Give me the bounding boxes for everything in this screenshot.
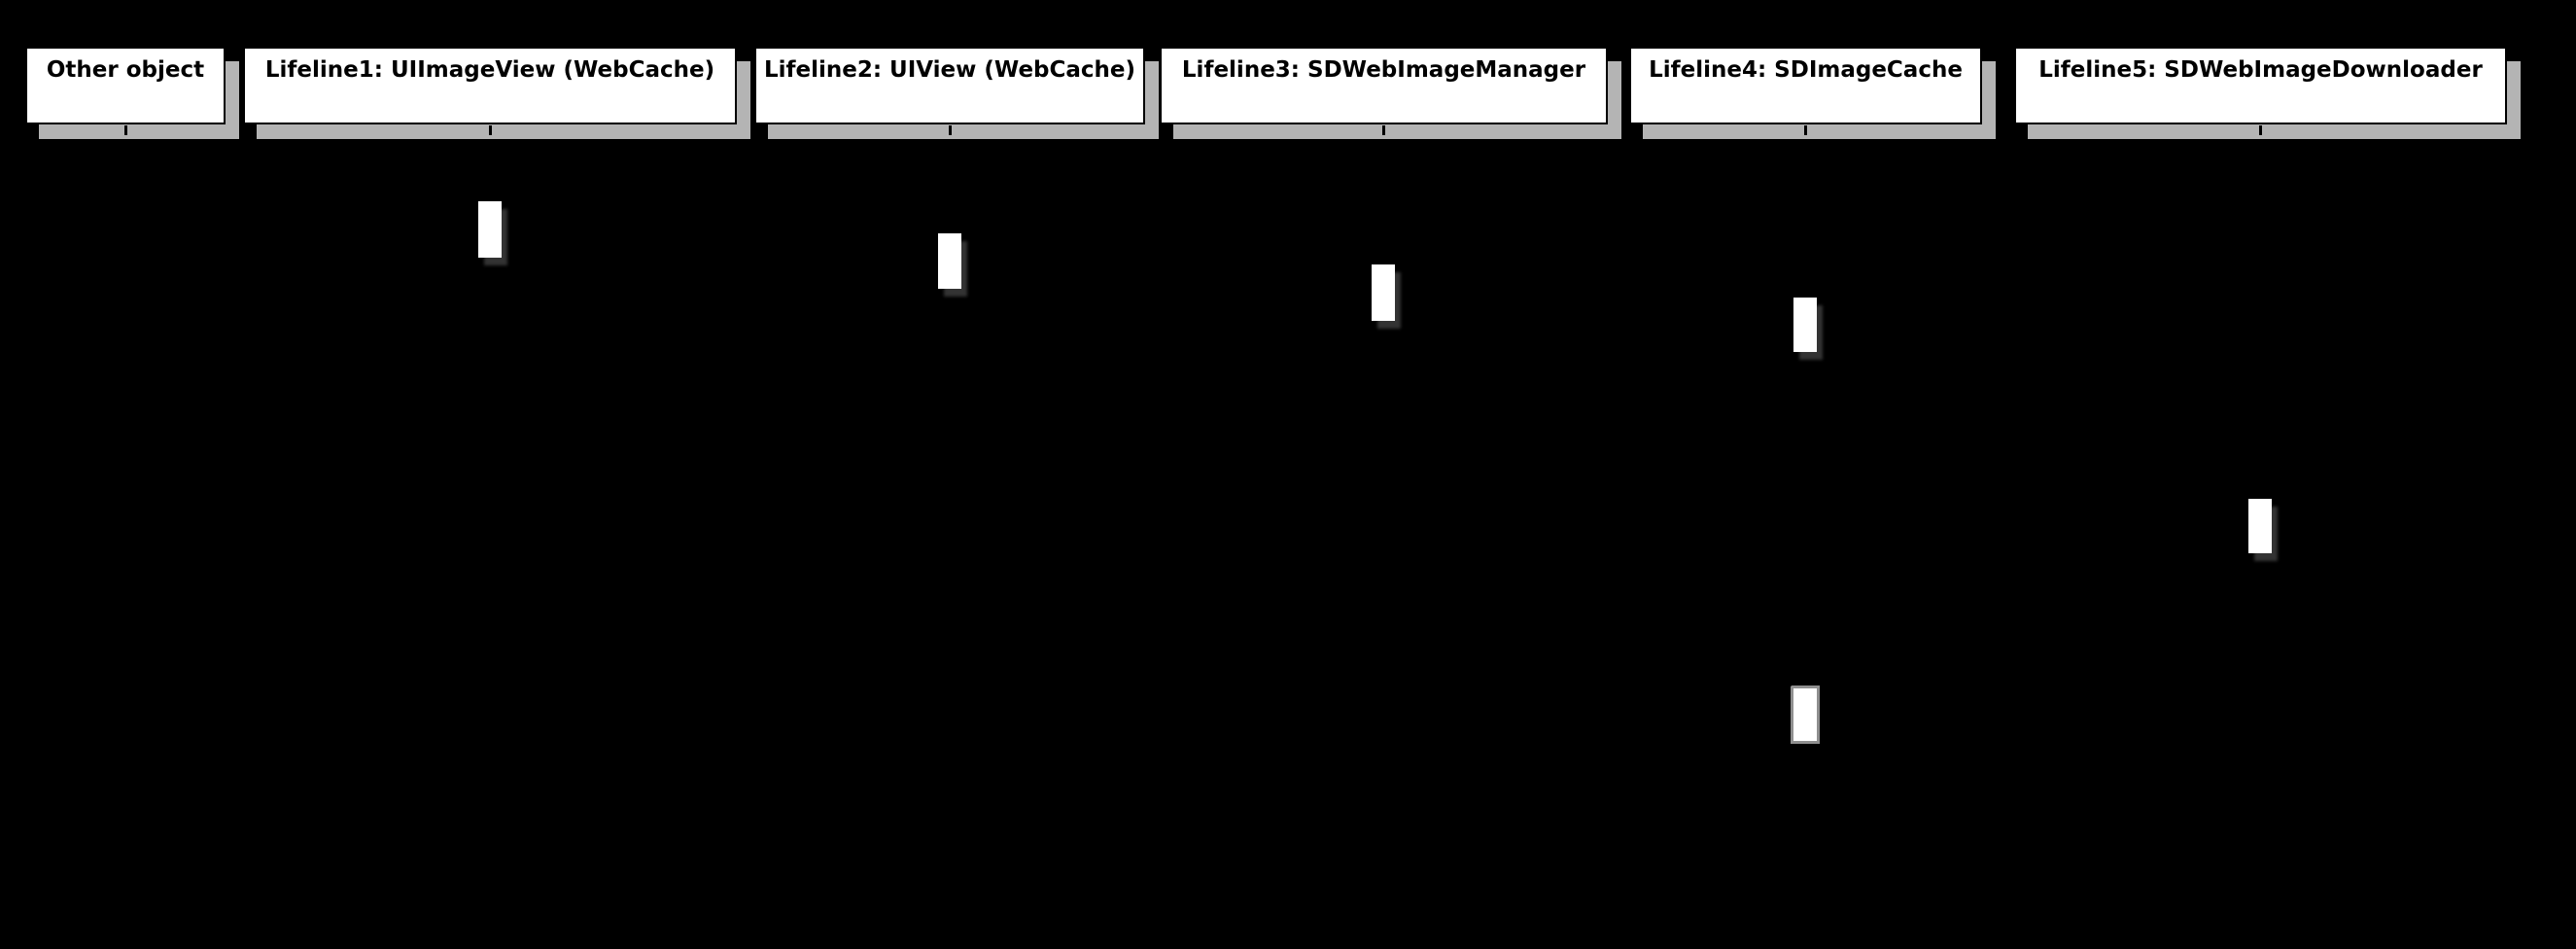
lifeline-header-box: Lifeline3: SDWebImageManager [1160,47,1608,124]
lifeline-label: Lifeline3: SDWebImageManager [1181,57,1586,83]
lifeline-label: Lifeline1: UIImageView (WebCache) [264,57,715,83]
lifeline-header-box: Lifeline1: UIImageView (WebCache) [243,47,737,124]
lifeline-label: Lifeline4: SDImageCache [1649,57,1963,83]
activation-bar [1791,685,1820,744]
lifeline-dash [124,125,127,135]
lifeline-header-box: Lifeline5: SDWebImageDownloader [2014,47,2507,124]
activation-bar [938,233,961,289]
lifeline-dash [949,125,952,135]
activation-bar [1793,298,1817,352]
message-arrowhead-icon [1784,682,1797,691]
lifeline-header-box: Other object [25,47,226,124]
lifeline-dash [489,125,492,135]
lifeline-label: Lifeline5: SDWebImageDownloader [2038,57,2483,83]
activation-bar [2248,499,2272,553]
lifeline-label: Lifeline2: UIView (WebCache) [763,57,1136,83]
activation-bar [1372,264,1395,321]
lifeline-dash [2259,125,2262,135]
lifeline-header-box: Lifeline4: SDImageCache [1629,47,1982,124]
lifeline-header-box: Lifeline2: UIView (WebCache) [754,47,1145,124]
lifeline-dash [1382,125,1385,135]
activation-bar [478,201,502,258]
lifeline-dash [1804,125,1807,135]
lifeline-label: Other object [46,57,205,83]
